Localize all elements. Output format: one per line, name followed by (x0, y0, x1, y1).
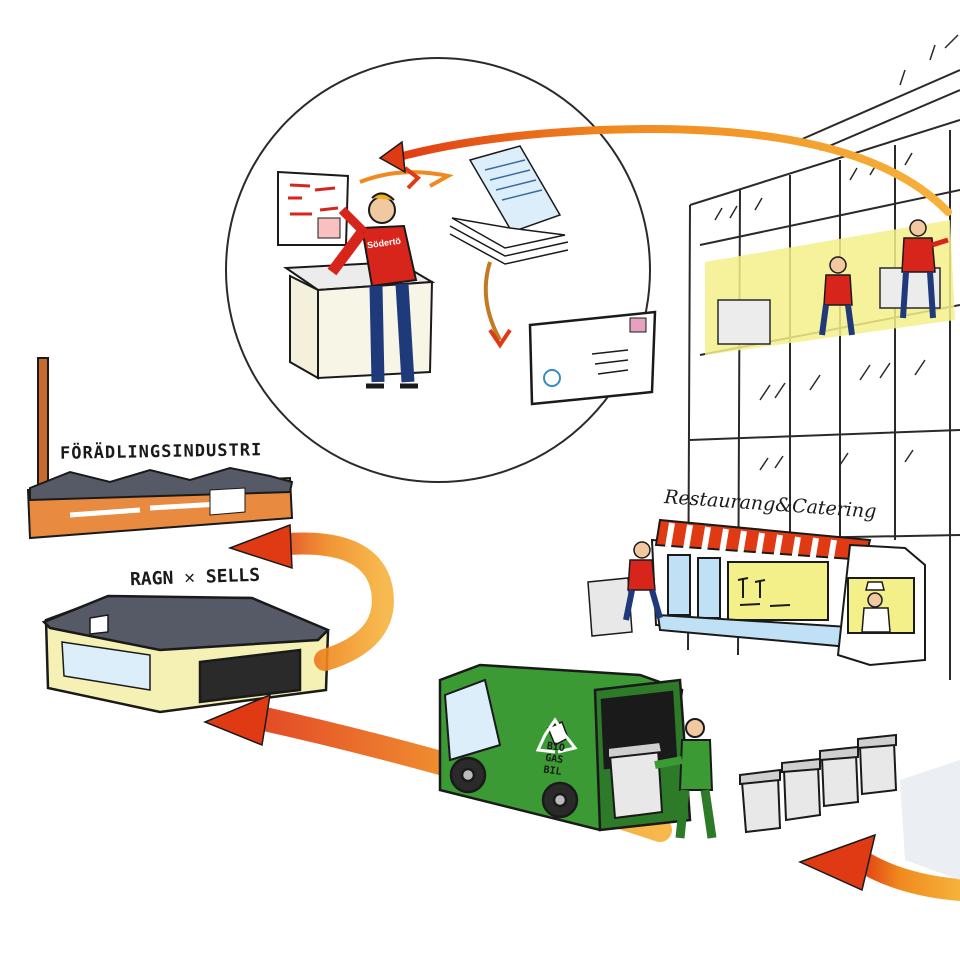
factory (26, 357, 294, 540)
office-worker-left (819, 256, 855, 336)
flow-arrow-bins-to-truck (849, 849, 960, 901)
factory-label: FÖRÄDLINGSINDUSTRI (59, 440, 263, 464)
truck-bin (607, 740, 664, 820)
flow-arrow-truck-to-recycler-head (203, 693, 271, 747)
flow-arrow-bins-to-truck-head (798, 833, 877, 892)
office-worker-main (327, 192, 418, 389)
truck-worker (654, 718, 717, 839)
flow-arrow-top-head (378, 140, 406, 174)
waste-cart-worker (587, 541, 663, 637)
building-window-glints (714, 152, 926, 471)
ground-shadow (900, 760, 960, 880)
restaurant-menu-board (737, 577, 791, 607)
flow-arrow-top (391, 125, 952, 216)
recycling-warehouse (41, 594, 331, 714)
paper-stack (449, 145, 569, 265)
office-building (687, 34, 960, 680)
restaurant (650, 518, 926, 667)
office-scene-circle (225, 57, 651, 483)
chef (861, 581, 891, 633)
envelope (528, 310, 657, 406)
whiteboard (277, 170, 350, 246)
waste-bins (739, 733, 898, 834)
office-worker-right (900, 219, 949, 319)
flow-arrow-recycler-to-factory-head (227, 523, 293, 570)
recycling-symbol-icon (535, 717, 578, 754)
flow-arrows-small (359, 166, 512, 349)
flow-arrow-recycler-to-factory (264, 532, 394, 671)
